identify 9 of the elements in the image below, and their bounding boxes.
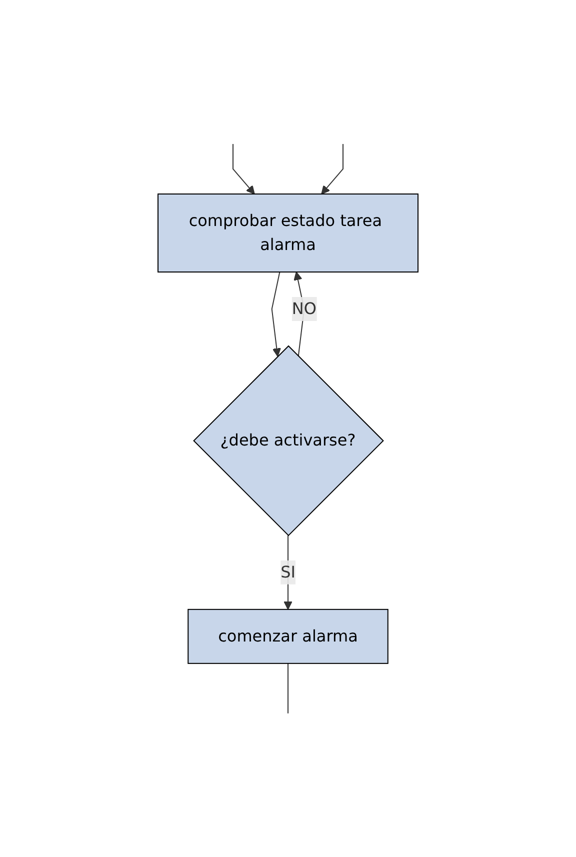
node-box: comprobar estado tarea alarma [158,193,418,272]
node-diamond: ¿debe activarse? [193,345,384,536]
arrow [321,143,344,194]
arrow [271,271,282,357]
arrow [232,143,255,194]
edge-label: SI [280,562,296,582]
arrow [284,534,292,610]
node-box: comenzar alarma [188,608,388,664]
edge-label: NO [292,298,316,318]
